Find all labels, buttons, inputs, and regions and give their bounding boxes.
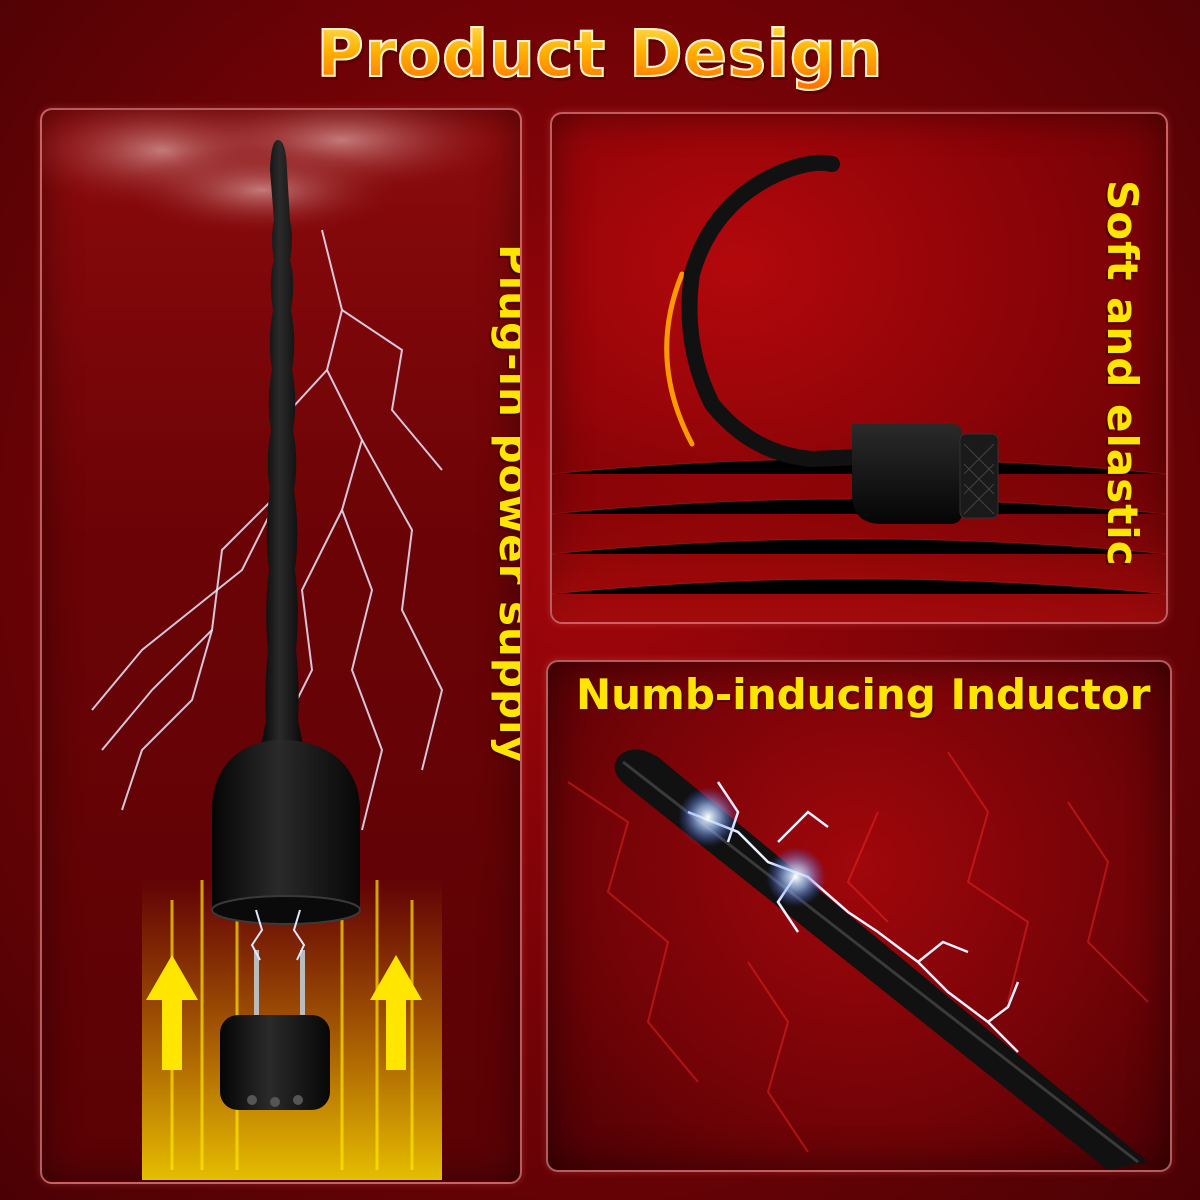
soft-elastic-illustration <box>552 154 1166 622</box>
panel-plug-in-power: Plug-in power supply <box>40 108 522 1184</box>
plug-in-illustration <box>42 110 520 1180</box>
panel-numb-inductor: Numb-inducing Inductor <box>546 660 1172 1172</box>
probe-icon <box>681 154 999 524</box>
flex-arc-icon <box>664 271 695 447</box>
plug-icon <box>220 909 330 1110</box>
arrow-up-icon <box>146 955 422 1070</box>
probe-icon <box>211 140 361 925</box>
panel-soft-elastic: Soft and elastic <box>550 112 1168 624</box>
spark-icon <box>766 847 826 907</box>
lightning-icon <box>91 229 444 831</box>
label-plug-in-power-supply: Plug-in power supply <box>490 244 522 764</box>
vein-pattern <box>567 751 1149 1153</box>
label-numb-inducing-inductor: Numb-inducing Inductor <box>576 670 1151 719</box>
inductor-illustration <box>567 749 1149 1170</box>
spark-icon <box>678 787 738 847</box>
page-title: Product Design <box>0 17 1200 93</box>
cloud-icon <box>42 110 520 235</box>
label-soft-and-elastic: Soft and elastic <box>1098 180 1147 567</box>
lightning-icon <box>687 781 1020 1053</box>
